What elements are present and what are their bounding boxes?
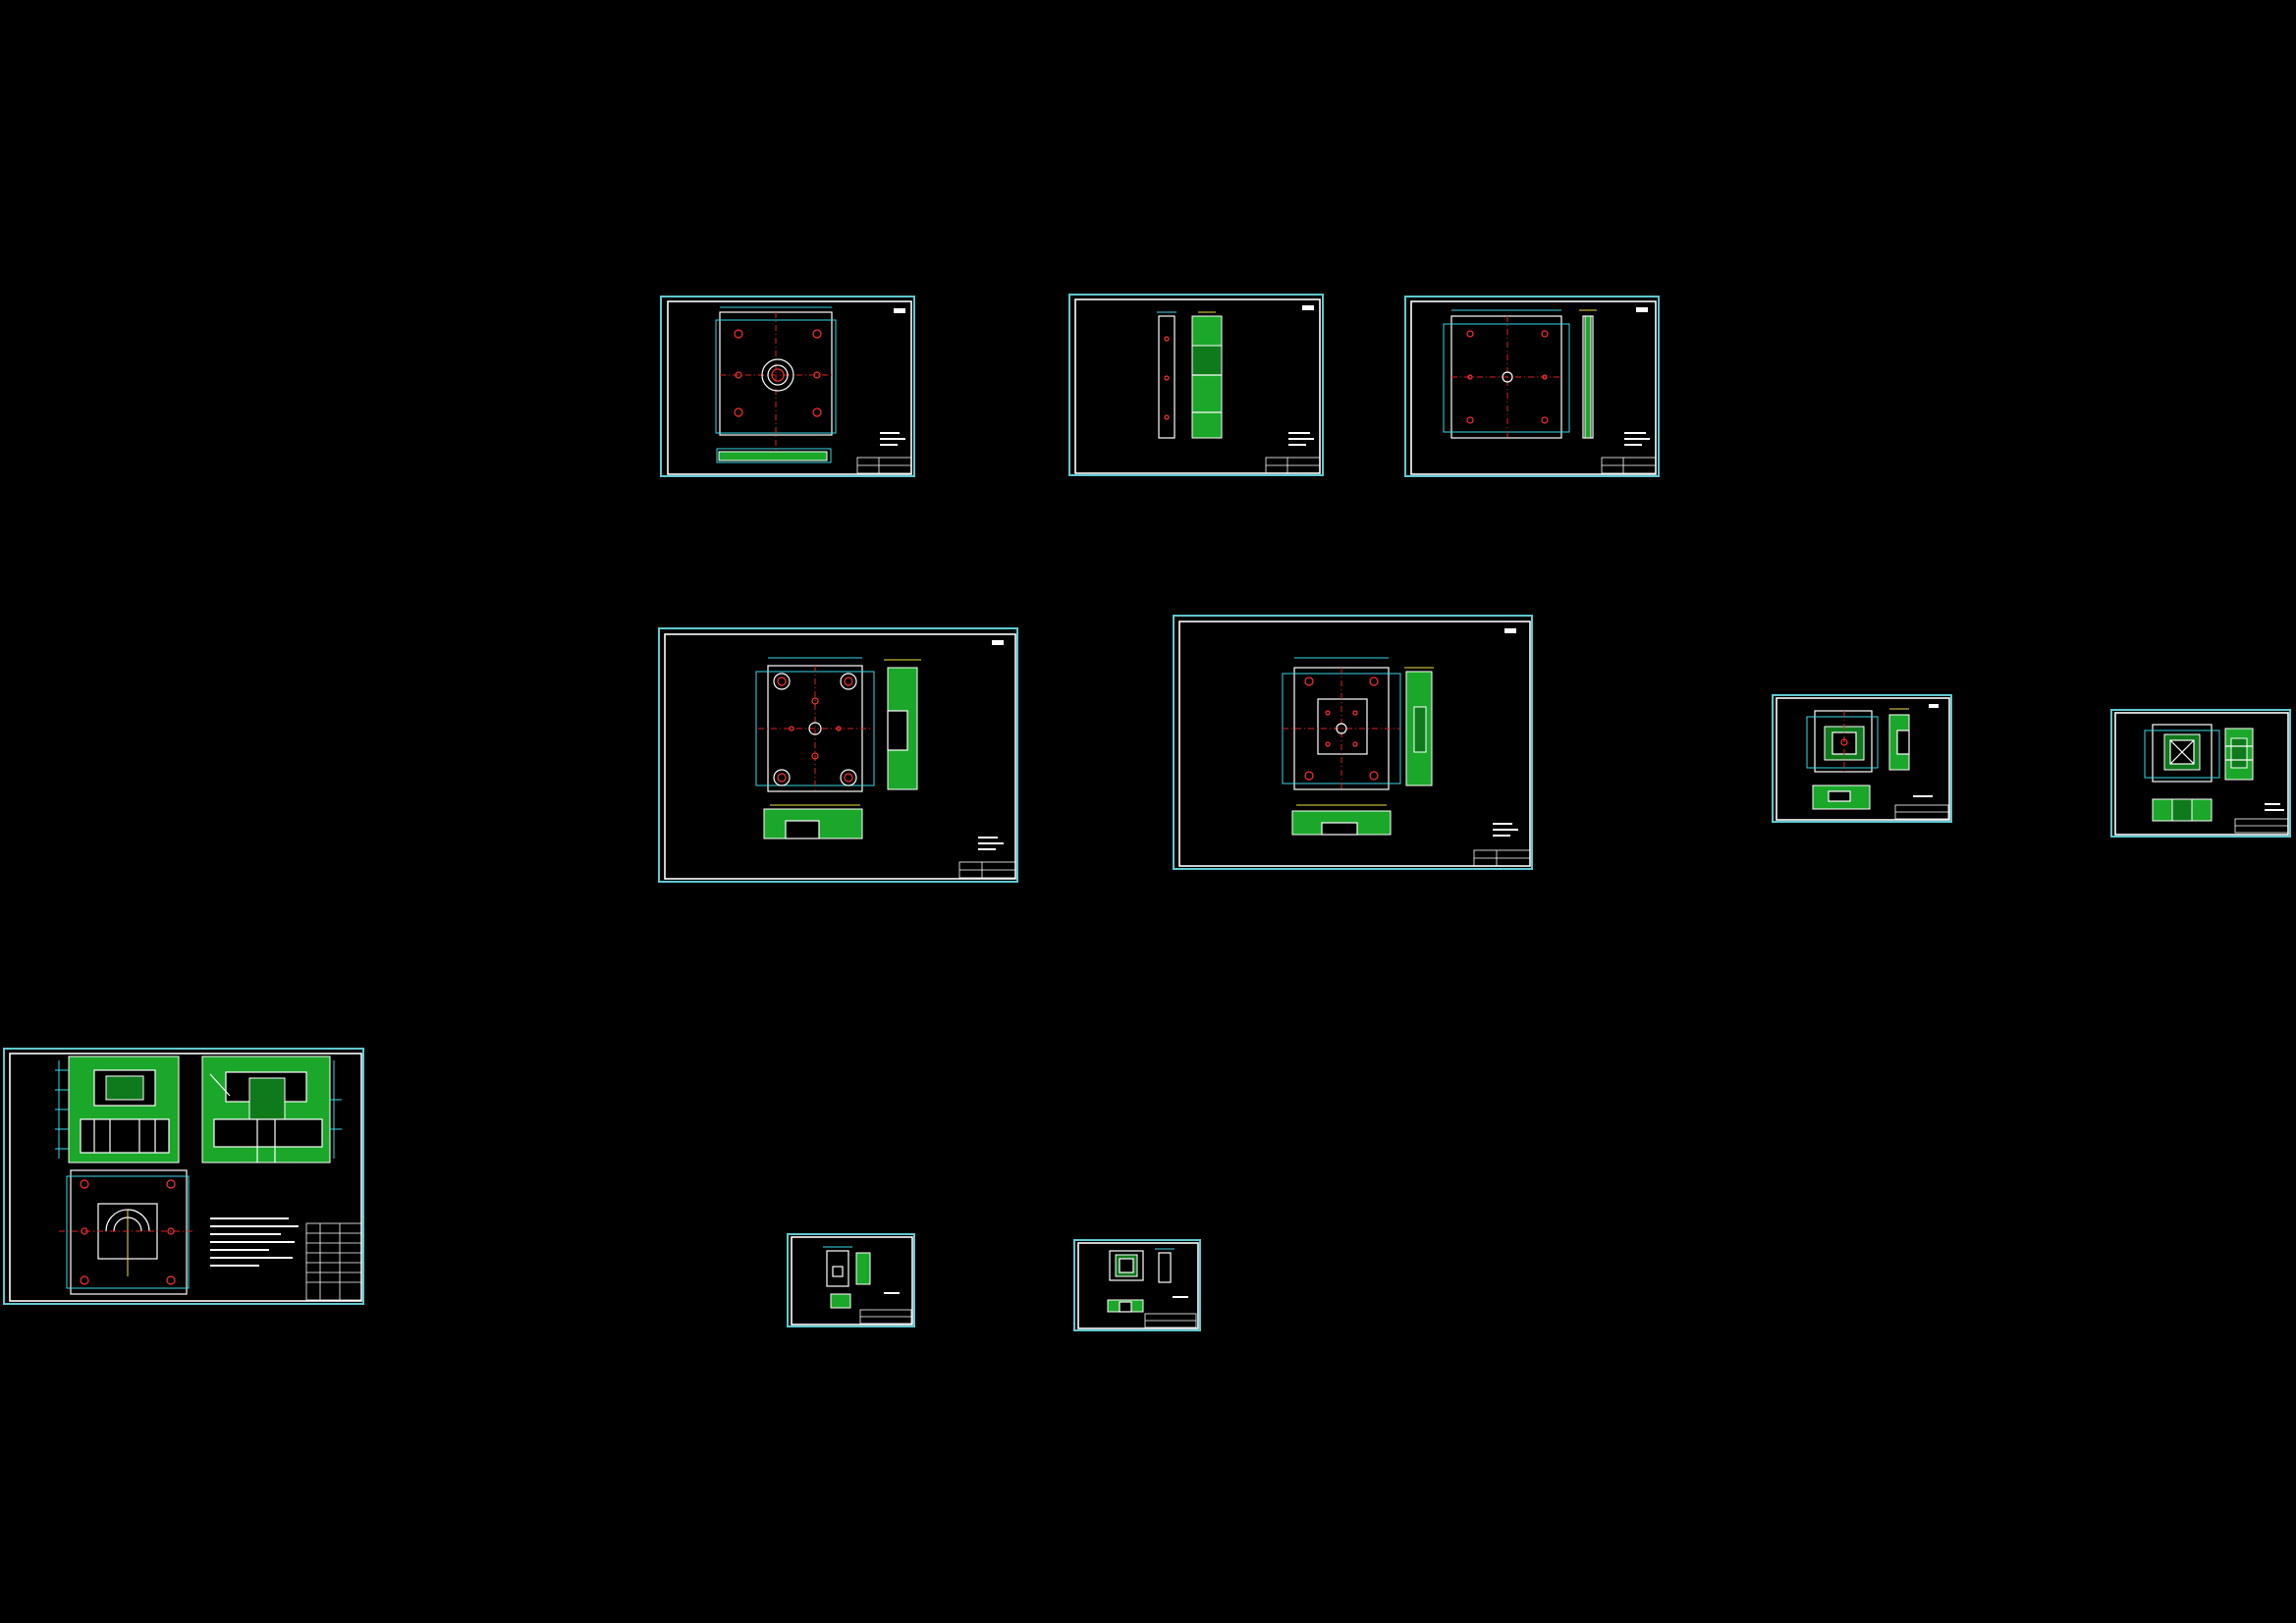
title-block-3 <box>1601 307 1657 474</box>
core-plate-top-view <box>1282 657 1401 790</box>
assembly-plan-view <box>59 1169 192 1295</box>
insert-top-view-7 <box>2144 724 2220 783</box>
small-part-section-10 <box>1107 1248 1175 1313</box>
insert-side-section-7 <box>2224 728 2254 781</box>
cavity-plate-bottom-section <box>763 804 863 839</box>
cavity-plate-side-section <box>884 659 921 790</box>
assembly-side-section <box>201 1055 342 1163</box>
part-section-view <box>1191 311 1223 439</box>
title-block-10 <box>1144 1296 1197 1328</box>
drawing-sheet-5[interactable] <box>1173 615 1533 870</box>
plate-top-view <box>715 306 837 452</box>
insert-bottom-section-7 <box>2152 798 2213 822</box>
insert-top-view-6 <box>1806 710 1879 773</box>
small-part-section-9 <box>830 1252 871 1309</box>
drawing-sheet-4[interactable] <box>658 627 1018 883</box>
drawing-sheet-6[interactable] <box>1772 694 1952 823</box>
plate-side-strip-3 <box>1579 309 1597 439</box>
plate-section-strip <box>716 448 832 463</box>
drawing-sheet-10[interactable] <box>1073 1239 1201 1331</box>
part-front-view <box>1157 311 1176 439</box>
insert-side-section-6 <box>1888 708 1910 771</box>
title-block-4 <box>958 640 1016 879</box>
core-plate-bottom-section <box>1291 804 1392 836</box>
small-part-top-view-9 <box>823 1246 852 1287</box>
cavity-plate-top-view <box>755 657 875 792</box>
drawing-sheet-9[interactable] <box>787 1233 915 1327</box>
plate-top-view-3 <box>1443 309 1570 439</box>
assembly-front-section <box>55 1055 180 1163</box>
title-block-6 <box>1894 704 1949 820</box>
title-block-7 <box>2234 803 2289 834</box>
small-part-top-view-10 <box>1109 1250 1144 1281</box>
drawing-sheet-2[interactable] <box>1068 294 1324 476</box>
title-block-5 <box>1473 628 1531 867</box>
drawing-sheet-3[interactable] <box>1404 296 1660 477</box>
drawing-sheet-1[interactable] <box>660 296 915 477</box>
title-block-1 <box>856 308 912 474</box>
drawing-sheet-8[interactable] <box>3 1048 364 1305</box>
assembly-notes <box>210 1217 299 1267</box>
title-block-9 <box>859 1292 912 1325</box>
drawing-sheet-7[interactable] <box>2110 709 2291 838</box>
title-block-2 <box>1265 305 1321 474</box>
bill-of-materials <box>305 1222 362 1301</box>
core-plate-side-section <box>1404 667 1434 786</box>
insert-bottom-section-6 <box>1812 784 1871 810</box>
